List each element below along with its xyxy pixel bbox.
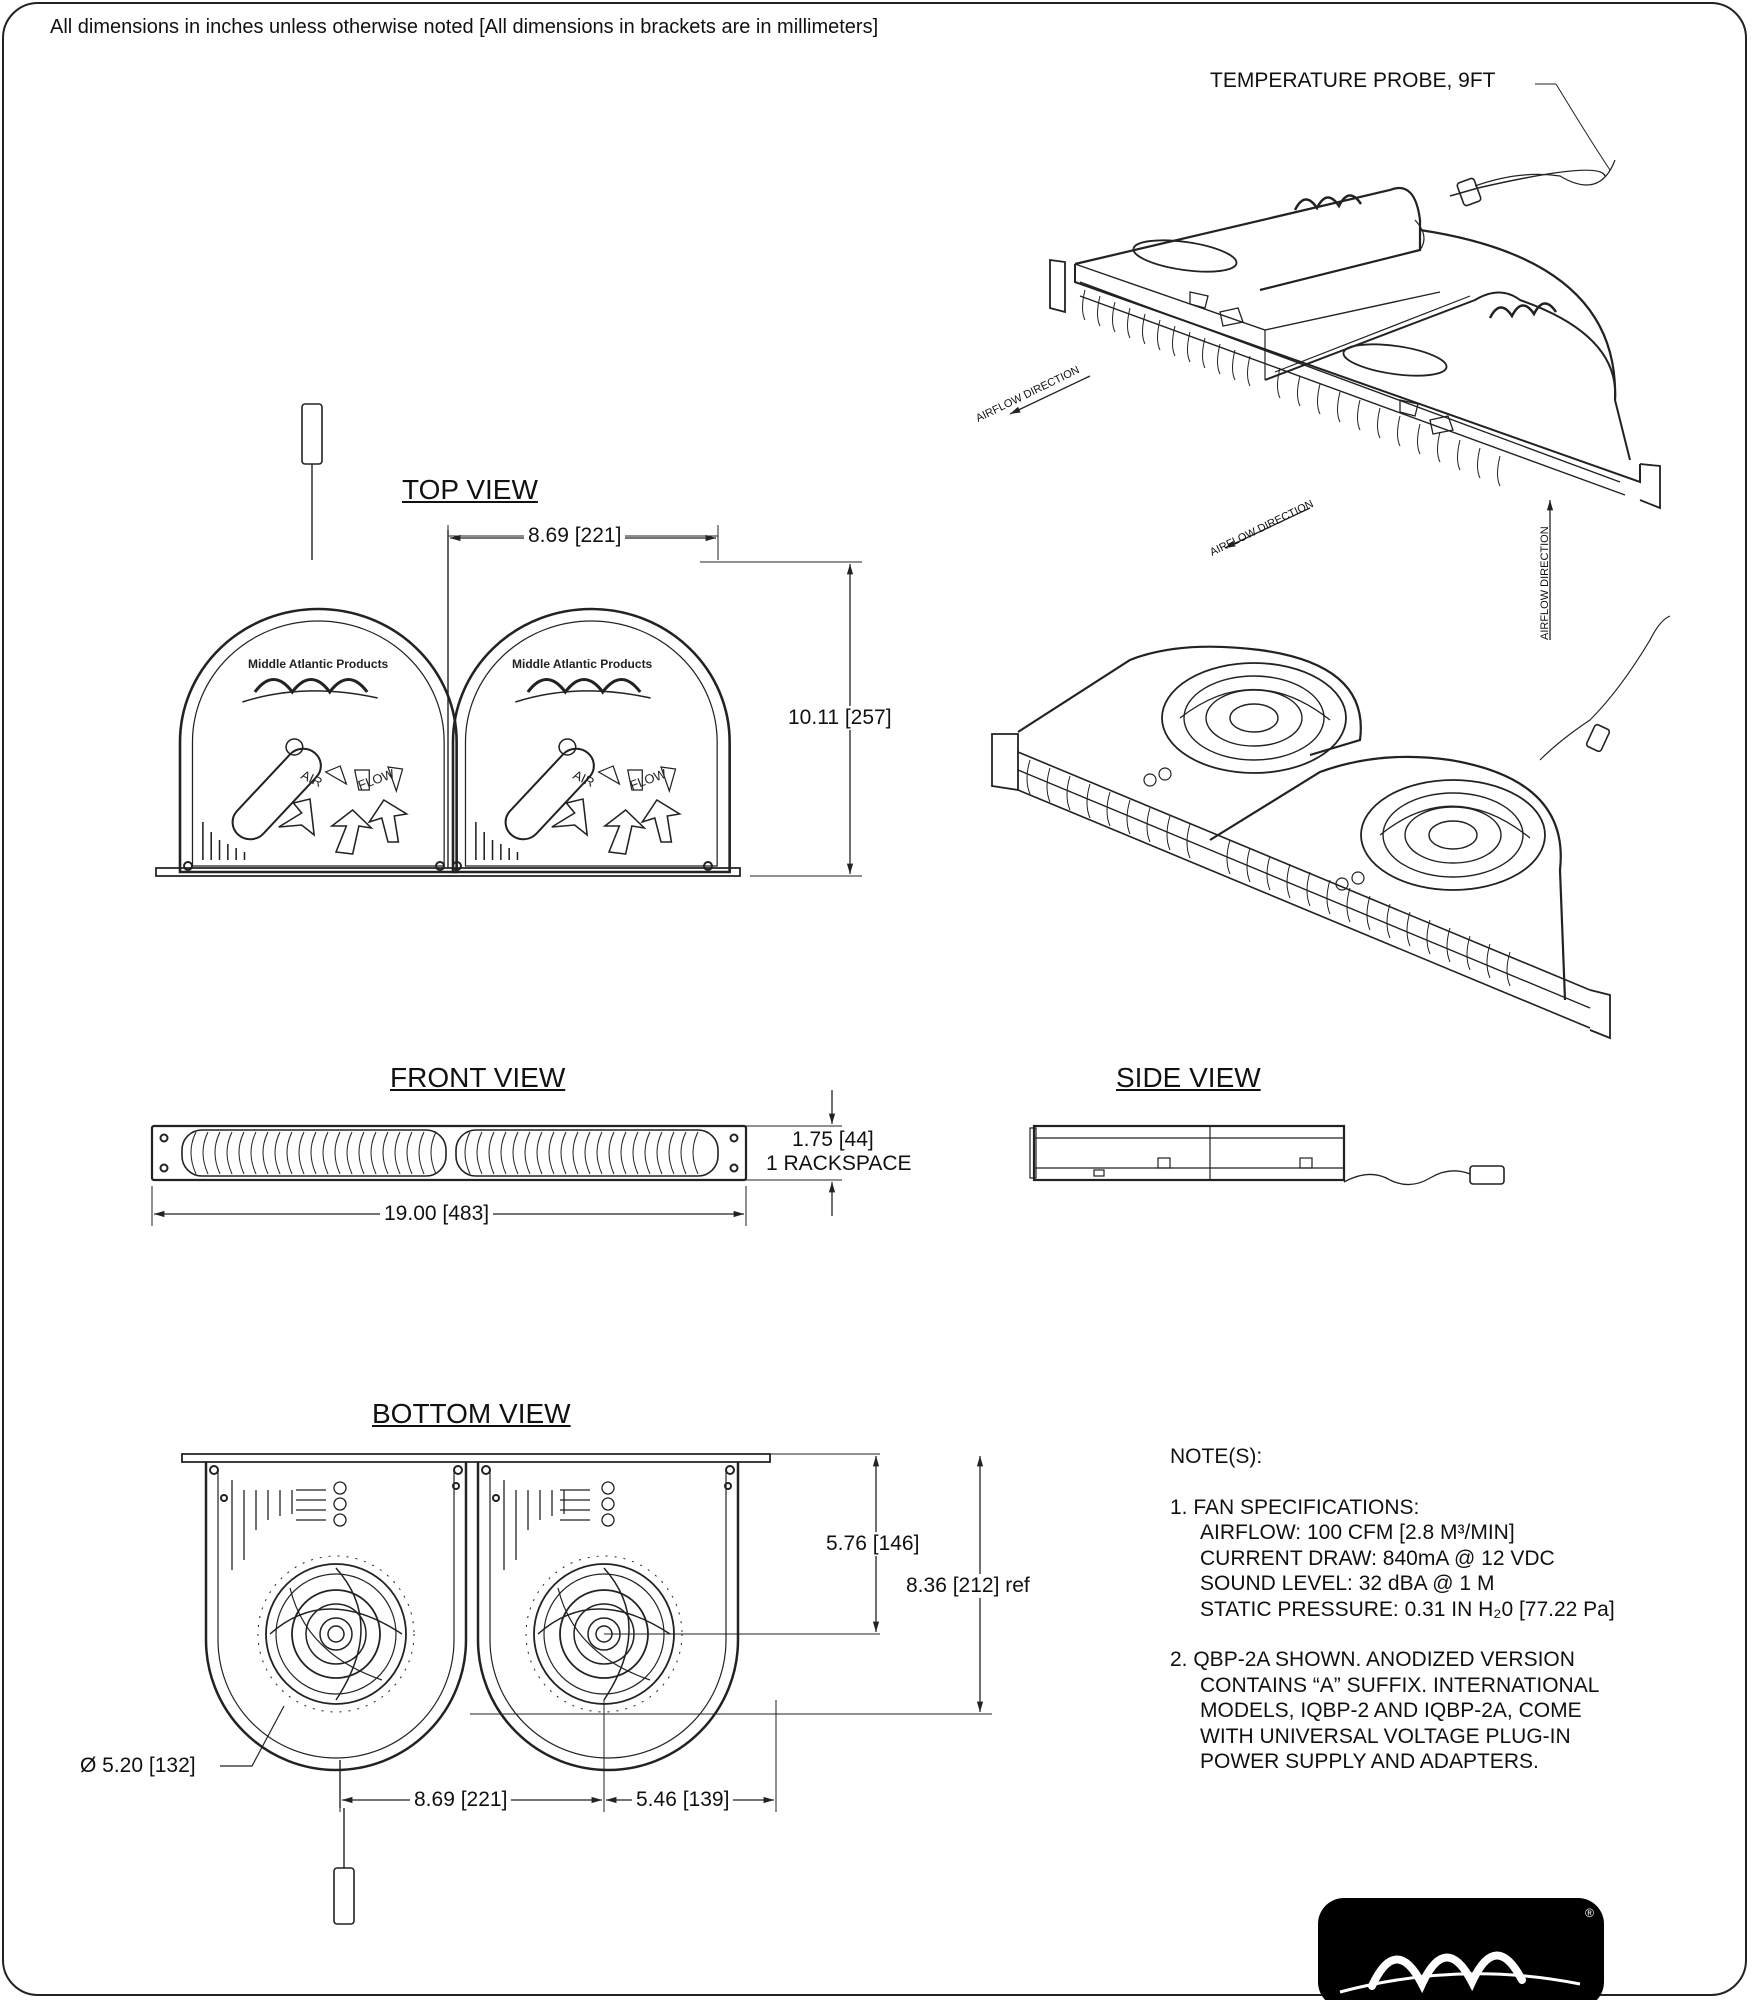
note-2-line-5: POWER SUPPLY AND ADAPTERS. (1200, 1750, 1539, 1773)
bottom-view-title: BOTTOM VIEW (372, 1398, 571, 1429)
top-view-brand-left: Middle Atlantic Products (248, 657, 389, 671)
side-view-title: SIDE VIEW (1116, 1062, 1261, 1093)
notes-heading: NOTE(S): (1170, 1445, 1263, 1468)
top-view-brand-right: Middle Atlantic Products (512, 657, 653, 671)
note-2-line-4: WITH UNIVERSAL VOLTAGE PLUG-IN (1200, 1724, 1571, 1748)
note-1-current: CURRENT DRAW: 840mA @ 12 VDC (1200, 1546, 1555, 1570)
notes-block: NOTE(S): 1. FAN SPECIFICATIONS: AIRFLOW:… (1170, 1444, 1615, 1775)
brand-logo: ® (1318, 1898, 1604, 2002)
note-1-airflow: AIRFLOW: 100 CFM [2.8 M³/MIN] (1200, 1521, 1515, 1544)
isometric-bottom-drawing (991, 615, 1671, 1040)
top-depth-dimension: 10.11 [257] (784, 706, 896, 730)
isometric-top-drawing (1009, 83, 1661, 640)
airflow-direction-label-1: AIRFLOW DIRECTION (974, 364, 1081, 425)
bottom-view-drawing (181, 1453, 992, 1925)
top-view-drawing (155, 403, 862, 877)
temperature-probe-label: TEMPERATURE PROBE, 9FT (1210, 69, 1496, 92)
bottom-total-depth-dimension: 8.36 [212] ref (902, 1574, 1034, 1598)
note-1-title: 1. FAN SPECIFICATIONS: (1170, 1495, 1420, 1519)
top-width-dimension: 8.69 [221] (524, 524, 626, 548)
note-2-line-2: CONTAINS “A” SUFFIX. INTERNATIONAL (1200, 1673, 1600, 1697)
airflow-direction-label-2: AIRFLOW DIRECTION (1208, 498, 1315, 559)
side-view-drawing (1029, 1124, 1505, 1186)
front-width-dimension: 19.00 [483] (380, 1202, 494, 1226)
dimension-units-note: All dimensions in inches unless otherwis… (50, 16, 879, 38)
brand-logo-mark (1318, 1898, 1604, 2000)
bottom-fan-depth-dimension: 5.76 [146] (822, 1532, 924, 1556)
bottom-spacing-dimension: 8.69 [221] (410, 1788, 512, 1812)
note-1-sound: SOUND LEVEL: 32 dBA @ 1 M (1200, 1572, 1495, 1595)
top-view-title: TOP VIEW (402, 474, 538, 505)
front-height-dimension: 1.75 [44] (788, 1128, 878, 1152)
note-2-line-3: MODELS, IQBP-2 AND IQBP-2A, COME (1200, 1699, 1582, 1722)
front-view-drawing (150, 1090, 842, 1226)
front-view-title: FRONT VIEW (390, 1062, 566, 1093)
note-1-pressure: STATIC PRESSURE: 0.31 IN H₂0 [77.22 Pa] (1200, 1597, 1615, 1621)
airflow-direction-label-3: AIRFLOW DIRECTION (1539, 526, 1551, 640)
bottom-offset-dimension: 5.46 [139] (632, 1788, 734, 1812)
front-rackspace-dimension: 1 RACKSPACE (762, 1152, 916, 1176)
fan-diameter-dimension: Ø 5.20 [132] (76, 1754, 200, 1778)
note-2-line-1: 2. QBP-2A SHOWN. ANODIZED VERSION (1170, 1648, 1575, 1671)
registered-mark: ® (1585, 1906, 1594, 1920)
